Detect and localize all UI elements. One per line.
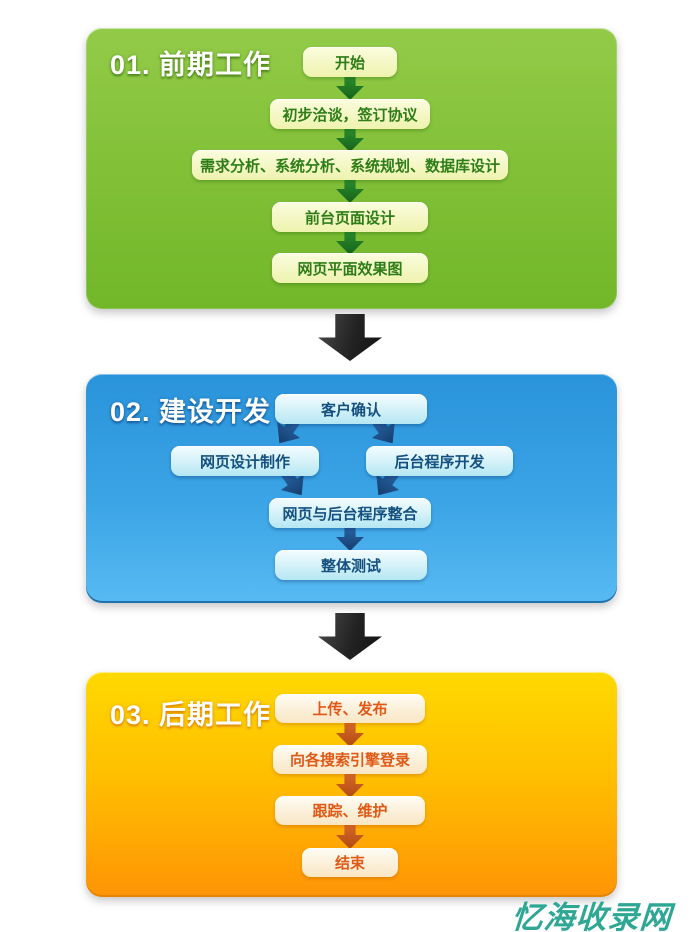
panel-later-work-title: 03. 后期工作 (110, 700, 272, 730)
down-arrow-icon (336, 721, 364, 747)
panel-construction-development-title: 02. 建设开发 (110, 397, 272, 427)
down-arrow-icon (336, 126, 364, 152)
flow-box-end: 结束 (302, 848, 398, 877)
flow-box-frontend-page-design: 前台页面设计 (272, 202, 428, 232)
flow-box-tracking-maintenance: 跟踪、维护 (275, 796, 425, 825)
down-arrow-icon (336, 74, 364, 100)
panel-connector-down-arrow-icon (318, 314, 382, 361)
flow-box-initial-negotiation: 初步洽谈，签订协议 (270, 99, 430, 129)
flow-box-customer-confirmation: 客户确认 (275, 394, 427, 424)
down-arrow-icon (336, 772, 364, 798)
flow-box-integration: 网页与后台程序整合 (269, 498, 431, 528)
flow-box-backend-program-development: 后台程序开发 (366, 446, 513, 476)
flow-box-upload-publish: 上传、发布 (275, 694, 425, 723)
panel-later-work: 03. 后期工作 上传、发布 向各搜索引擎登录 跟踪、维护 结束 (86, 672, 617, 897)
flow-box-start: 开始 (303, 47, 397, 77)
panel-connector-down-arrow-icon (318, 613, 382, 660)
flow-box-webpage-design-production: 网页设计制作 (171, 446, 319, 476)
panel-early-work-title: 01. 前期工作 (110, 50, 272, 80)
down-arrow-icon (336, 525, 364, 551)
flow-box-search-engine-registration: 向各搜索引擎登录 (273, 745, 427, 774)
panel-construction-development: 02. 建设开发 客户确认 网页设计制作 后台程序开发 网页与后台程序整合 整体… (86, 374, 617, 603)
down-arrow-icon (336, 177, 364, 203)
down-arrow-icon (336, 823, 364, 849)
flow-box-overall-testing: 整体测试 (275, 550, 427, 580)
flow-box-requirements-analysis: 需求分析、系统分析、系统规划、数据库设计 (192, 150, 508, 180)
down-arrow-icon (336, 229, 364, 255)
site-watermark: 忆海收录网 (510, 900, 674, 932)
flow-box-page-mockup: 网页平面效果图 (272, 253, 428, 283)
panel-early-work: 01. 前期工作 开始 初步洽谈，签订协议 需求分析、系统分析、系统规划、数据库… (86, 28, 617, 309)
